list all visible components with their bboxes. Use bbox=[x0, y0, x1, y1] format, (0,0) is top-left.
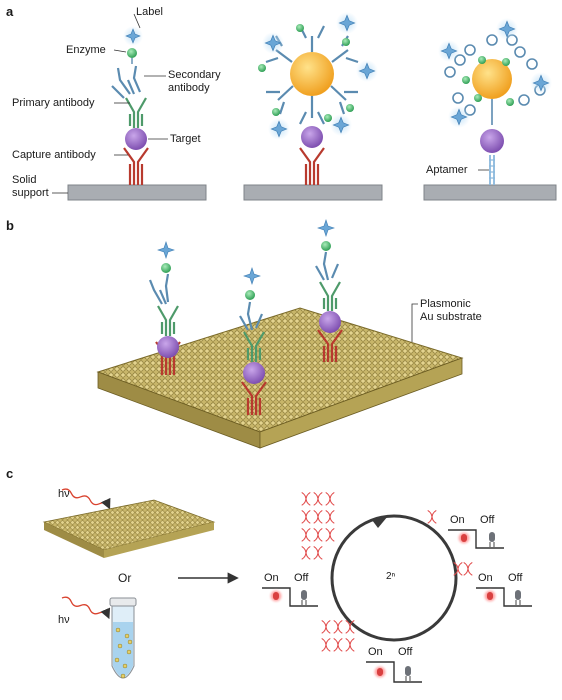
amplification-cycle bbox=[330, 514, 458, 642]
gold-nanoparticle bbox=[290, 52, 334, 96]
panel-b-illustration bbox=[96, 219, 464, 449]
label-plasmonic-line2: Au substrate bbox=[420, 311, 482, 323]
panel-a-letter: a bbox=[6, 4, 14, 19]
label-or: Or bbox=[118, 571, 132, 585]
label-aptamer: Aptamer bbox=[426, 164, 468, 176]
label-on-left: On bbox=[264, 572, 279, 584]
solid-support-3 bbox=[423, 184, 557, 201]
panel-c-illustration bbox=[42, 488, 532, 683]
label-cycle-2n: 2ⁿ bbox=[386, 571, 396, 582]
label-label: Label bbox=[136, 6, 163, 18]
label-hv-bottom: hν bbox=[58, 614, 70, 626]
readout-right bbox=[476, 587, 532, 607]
label-secondary-antibody-line1: Secondary bbox=[168, 69, 221, 81]
small-au-substrate bbox=[42, 499, 216, 551]
panel-b-letter: b bbox=[6, 218, 14, 233]
enzyme-icon bbox=[127, 48, 137, 58]
gold-nanoparticle-2 bbox=[472, 59, 512, 99]
readout-left bbox=[262, 587, 318, 607]
light-wave-top bbox=[61, 488, 111, 510]
substrate-sandwich-2 bbox=[239, 267, 267, 415]
panel-c-letter: c bbox=[6, 466, 14, 481]
label-on-right: On bbox=[478, 572, 493, 584]
substrate-sandwich-1 bbox=[148, 241, 181, 375]
readout-top-right bbox=[448, 529, 504, 549]
label-off-right: Off bbox=[508, 572, 523, 584]
solid-support-2 bbox=[243, 184, 383, 201]
light-wave-bottom bbox=[61, 596, 111, 620]
solid-support-1 bbox=[67, 184, 207, 201]
plasmonic-au-substrate bbox=[96, 307, 464, 433]
substrate-sandwich-3 bbox=[315, 219, 343, 362]
label-off-left: Off bbox=[294, 572, 309, 584]
label-on-top-right: On bbox=[450, 514, 465, 526]
label-enzyme: Enzyme bbox=[66, 44, 106, 56]
panel-a-illustration bbox=[52, 12, 557, 201]
label-on-bottom: On bbox=[368, 646, 383, 658]
label-capture-antibody: Capture antibody bbox=[12, 149, 96, 161]
label-off-bottom: Off bbox=[398, 646, 413, 658]
label-plasmonic-line1: Plasmonic bbox=[420, 298, 471, 310]
label-target: Target bbox=[170, 133, 201, 145]
test-tube bbox=[109, 597, 137, 679]
sandwich-assay-1 bbox=[111, 26, 149, 185]
label-solid-support-line2: support bbox=[12, 187, 49, 199]
label-primary-antibody: Primary antibody bbox=[12, 97, 95, 109]
aptamer-assay bbox=[438, 18, 552, 185]
label-off-top-right: Off bbox=[480, 514, 495, 526]
readout-bottom bbox=[366, 661, 422, 683]
target-molecule bbox=[125, 128, 147, 150]
label-solid-support-line1: Solid bbox=[12, 174, 37, 186]
label-hv-top: hν bbox=[58, 488, 70, 500]
label-secondary-antibody-line2: antibody bbox=[168, 82, 210, 94]
sandwich-assay-2-gold bbox=[258, 12, 378, 185]
